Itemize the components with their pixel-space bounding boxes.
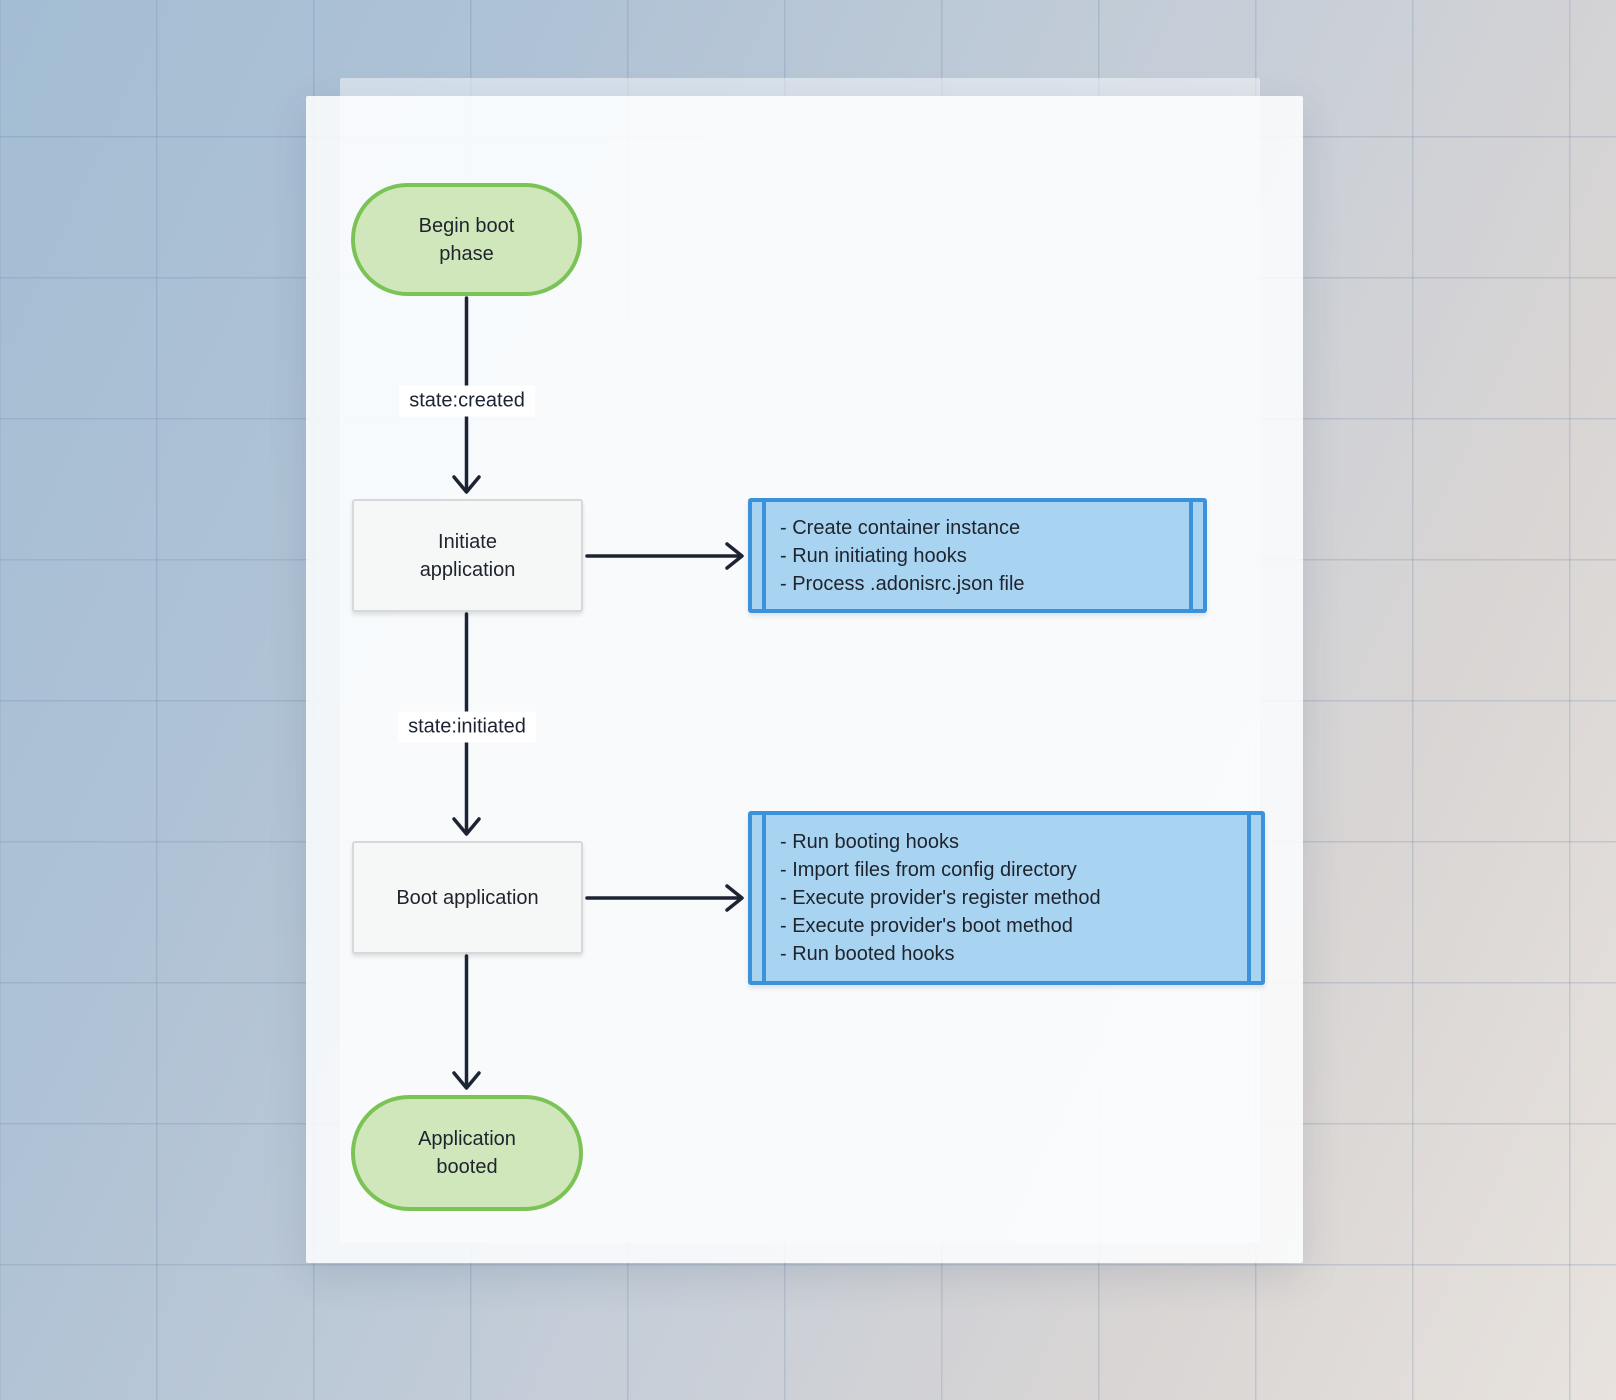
node-label-line: Boot application bbox=[396, 886, 539, 909]
node-label-line: Application bbox=[418, 1128, 516, 1150]
subroutine-right-bar bbox=[1247, 815, 1251, 981]
task-list: - Create container instance - Run initia… bbox=[752, 502, 1203, 609]
task-item: - Process .adonisrc.json file bbox=[780, 572, 1025, 595]
task-item: - Execute provider's boot method bbox=[780, 915, 1073, 937]
subroutine-right-bar bbox=[1189, 502, 1193, 609]
node-label-line: application bbox=[419, 558, 516, 581]
node-label-line: phase bbox=[439, 242, 494, 265]
edge-label-state-initiated: state:initiated bbox=[398, 711, 536, 743]
node-boot-application: Boot application bbox=[352, 841, 583, 954]
task-item: - Run booted hooks bbox=[780, 943, 955, 965]
node-initiate-application: Initiate application bbox=[352, 499, 583, 612]
task-item: - Execute provider's register method bbox=[780, 887, 1101, 909]
node-label-line: Begin boot bbox=[418, 214, 515, 237]
arrow-boot-to-tasks bbox=[585, 884, 744, 912]
arrow-initiate-to-tasks bbox=[585, 542, 744, 570]
edge-label-state-created: state:created bbox=[399, 385, 535, 417]
task-item: - Import files from config directory bbox=[780, 859, 1077, 881]
subroutine-boot-tasks: - Run booting hooks - Import files from … bbox=[748, 811, 1265, 985]
subroutine-initiate-tasks: - Create container instance - Run initia… bbox=[748, 498, 1207, 613]
node-label-line: booted bbox=[436, 1156, 498, 1178]
task-item: - Run initiating hooks bbox=[780, 544, 967, 567]
task-item: - Run booting hooks bbox=[780, 831, 960, 853]
node-label-line: Initiate bbox=[438, 530, 497, 553]
subroutine-left-bar bbox=[762, 815, 766, 981]
arrow-boot-to-booted bbox=[452, 954, 481, 1090]
node-begin-boot-phase: Begin boot phase bbox=[351, 183, 582, 296]
task-item: - Create container instance bbox=[780, 516, 1021, 539]
node-application-booted: Application booted bbox=[351, 1095, 583, 1211]
subroutine-left-bar bbox=[762, 502, 766, 609]
task-list: - Run booting hooks - Import files from … bbox=[752, 815, 1261, 981]
